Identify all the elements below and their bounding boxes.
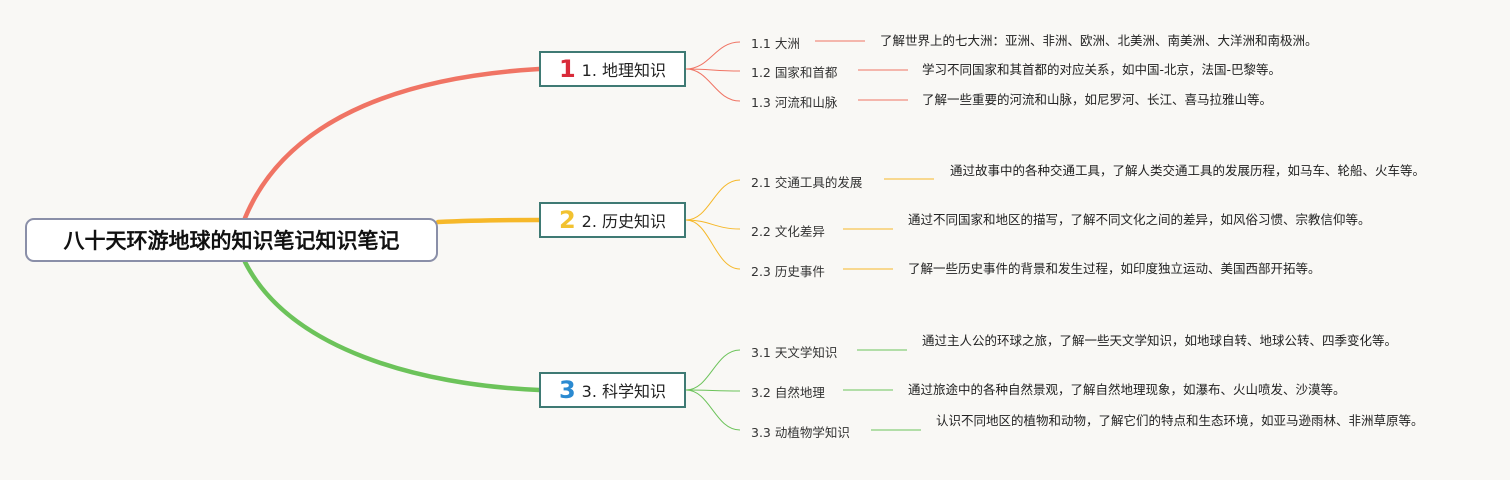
number-3-icon: 3 (558, 376, 576, 404)
subtopic-1-2[interactable]: 1.2 国家和首都 (751, 65, 838, 80)
subtopic-2-2[interactable]: 2.2 文化差异 (751, 224, 825, 239)
connector-branch-1 (242, 66, 542, 221)
subtopic-1-3[interactable]: 1.3 河流和山脉 (751, 95, 838, 110)
branch-topic-label: 1. 地理知识 (581, 61, 667, 80)
connector-leaf-3-2 (685, 389, 741, 392)
connector-branch-3 (242, 259, 542, 393)
connector-leaf-3-1 (685, 349, 741, 391)
subtopic-3-2[interactable]: 3.2 自然地理 (751, 385, 825, 400)
connector-leaf-1-3 (685, 68, 741, 102)
subtopic-3-2-note: 通过旅途中的各种自然景观，了解自然地理现象，如瀑布、火山喷发、沙漠等。 (908, 382, 1346, 397)
branch-topic-history[interactable]: 2 2. 历史知识 (539, 202, 686, 238)
number-2-icon: 2 (558, 206, 576, 234)
connector-leaf-2-3 (685, 219, 741, 270)
connector-leaf-3-3 (685, 389, 741, 431)
branch-topic-label: 2. 历史知识 (581, 212, 667, 231)
connector-leaf-2-1 (685, 179, 741, 221)
number-1-icon: 1 (558, 55, 576, 83)
connector-leaf-1-2 (685, 68, 741, 72)
connector-leaf-2-2 (685, 219, 741, 230)
root-topic-title: 八十天环游地球的知识笔记知识笔记 (63, 229, 400, 253)
subtopic-3-1[interactable]: 3.1 天文学知识 (751, 345, 838, 360)
connector-leaf-1-1 (685, 41, 741, 70)
subtopic-1-1[interactable]: 1.1 大洲 (751, 36, 800, 51)
subtopic-3-3[interactable]: 3.3 动植物学知识 (751, 425, 850, 440)
subtopic-3-1-note: 通过主人公的环球之旅，了解一些天文学知识，如地球自转、地球公转、四季变化等。 (922, 333, 1398, 348)
subtopic-3-3-note: 认识不同地区的植物和动物，了解它们的特点和生态环境，如亚马逊雨林、非洲草原等。 (936, 413, 1424, 428)
connector-branch-2 (435, 217, 542, 225)
subtopic-1-2-note: 学习不同国家和其首都的对应关系，如中国-北京，法国-巴黎等。 (922, 62, 1282, 77)
subtopic-2-1-note: 通过故事中的各种交通工具，了解人类交通工具的发展历程，如马车、轮船、火车等。 (950, 163, 1426, 178)
subtopic-2-3-note: 了解一些历史事件的背景和发生过程，如印度独立运动、美国西部开拓等。 (908, 261, 1321, 276)
branch-topic-geography[interactable]: 1 1. 地理知识 (539, 51, 686, 87)
subtopic-2-2-note: 通过不同国家和地区的描写，了解不同文化之间的差异，如风俗习惯、宗教信仰等。 (908, 212, 1371, 227)
subtopic-1-1-note: 了解世界上的七大洲：亚洲、非洲、欧洲、北美洲、南美洲、大洋洲和南极洲。 (880, 33, 1318, 48)
subtopic-2-1[interactable]: 2.1 交通工具的发展 (751, 175, 863, 190)
subtopic-1-3-note: 了解一些重要的河流和山脉，如尼罗河、长江、喜马拉雅山等。 (922, 92, 1273, 107)
branch-topic-label: 3. 科学知识 (581, 382, 667, 401)
subtopic-2-3[interactable]: 2.3 历史事件 (751, 264, 825, 279)
branch-topic-science[interactable]: 3 3. 科学知识 (539, 372, 686, 408)
root-topic[interactable]: 八十天环游地球的知识笔记知识笔记 (25, 218, 438, 262)
